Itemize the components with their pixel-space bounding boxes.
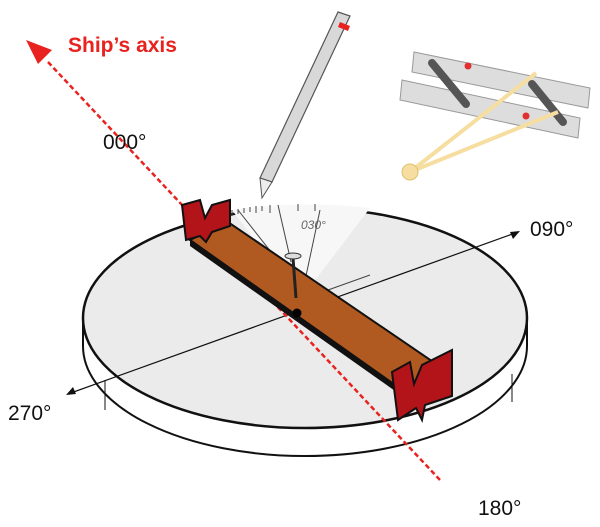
heading-180-label: 180° [478,497,522,520]
heading-090-label: 090° [530,218,574,241]
nail [291,257,298,299]
bearing-030-label: 030° [301,218,326,232]
bearing-scale [232,204,370,300]
west-arrowhead [66,387,76,395]
far-sight-vane [390,348,453,424]
nail-head [284,252,302,260]
ship-axis-label: Ship’s axis [68,34,177,57]
near-sight-vane [180,198,231,244]
scale-ticks [231,204,371,301]
heading-270-label: 270° [8,402,52,425]
ship-axis-arrowhead [26,40,52,64]
pencil-icon [259,11,351,200]
parallel-ruler-icon [399,51,591,181]
heading-000-label: 000° [103,131,147,154]
east-arrowhead [510,231,520,239]
pivot-hole [292,308,302,318]
sight-bar-edge [190,240,405,398]
